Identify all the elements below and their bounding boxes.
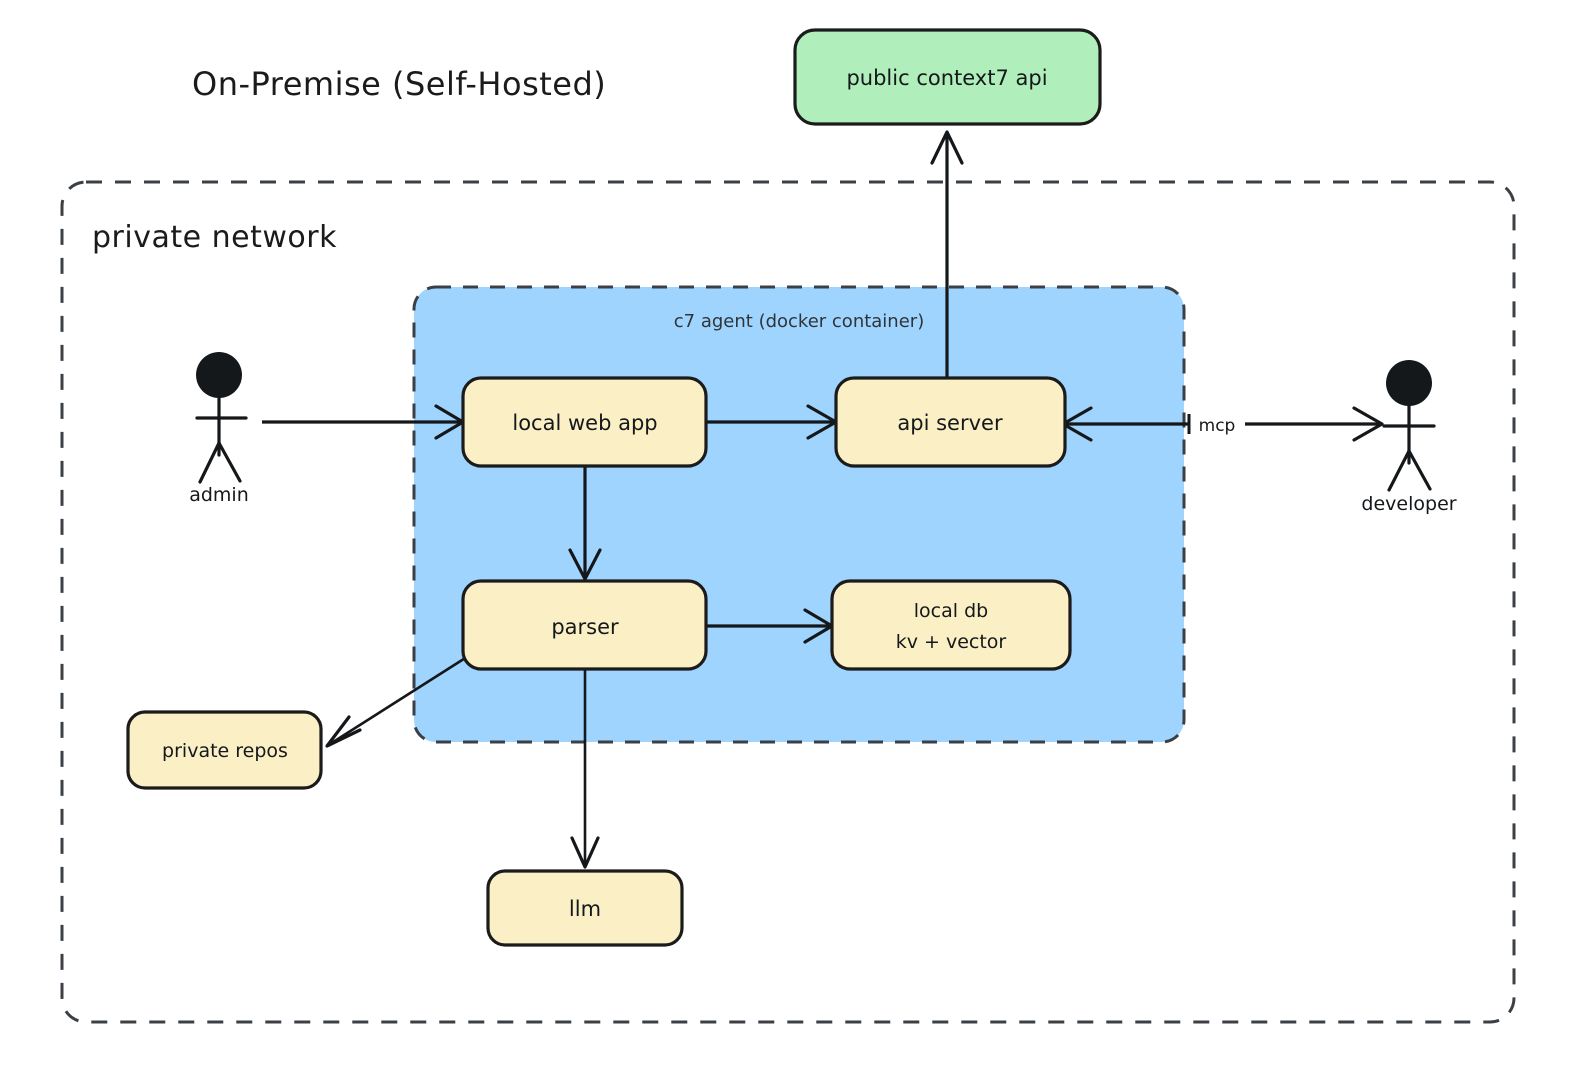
- node-label-llm: llm: [569, 897, 601, 921]
- node-public-context7-api[interactable]: public context7 api: [793, 28, 1102, 126]
- node-label-parser: parser: [551, 615, 619, 639]
- node-label-api-server: api server: [897, 411, 1003, 435]
- diagram-title: On-Premise (Self-Hosted): [192, 65, 606, 103]
- actor-label-developer: developer: [1361, 493, 1456, 515]
- node-label-local-web-app: local web app: [512, 411, 657, 435]
- node-private-repos[interactable]: private repos: [126, 710, 323, 790]
- node-local-web-app[interactable]: local web app: [461, 376, 708, 468]
- node-parser[interactable]: parser: [461, 579, 708, 671]
- actor-admin-head: [196, 352, 242, 398]
- node-llm[interactable]: llm: [486, 869, 684, 947]
- actor-developer-head: [1386, 360, 1432, 406]
- c7-agent-label: c7 agent (docker container): [674, 311, 924, 332]
- actor-label-admin: admin: [189, 484, 249, 506]
- edge-parser-to-private-repos: [325, 653, 471, 748]
- private-network-label: private network: [92, 220, 337, 255]
- c7-agent-container: [412, 285, 1186, 744]
- edge-api-server-to-public-api: [930, 130, 964, 380]
- node-label-private-repos: private repos: [162, 740, 288, 762]
- node-label-local-db-line1: local db: [914, 600, 988, 622]
- edge-api-server-to-developer-mcp: mcp: [1061, 406, 1384, 442]
- actor-admin[interactable]: admin: [189, 352, 249, 506]
- node-label-local-db-line2: kv + vector: [896, 631, 1007, 653]
- private-network-boundary: [60, 180, 1516, 1024]
- node-api-server[interactable]: api server: [834, 376, 1067, 468]
- edge-label-mcp: mcp: [1199, 416, 1236, 436]
- actor-developer[interactable]: developer: [1361, 360, 1457, 515]
- node-label-public-context7-api: public context7 api: [846, 66, 1047, 90]
- edge-local-web-app-to-parser: [568, 465, 602, 581]
- edge-parser-to-llm: [570, 668, 600, 869]
- node-local-db[interactable]: local db kv + vector: [830, 579, 1072, 671]
